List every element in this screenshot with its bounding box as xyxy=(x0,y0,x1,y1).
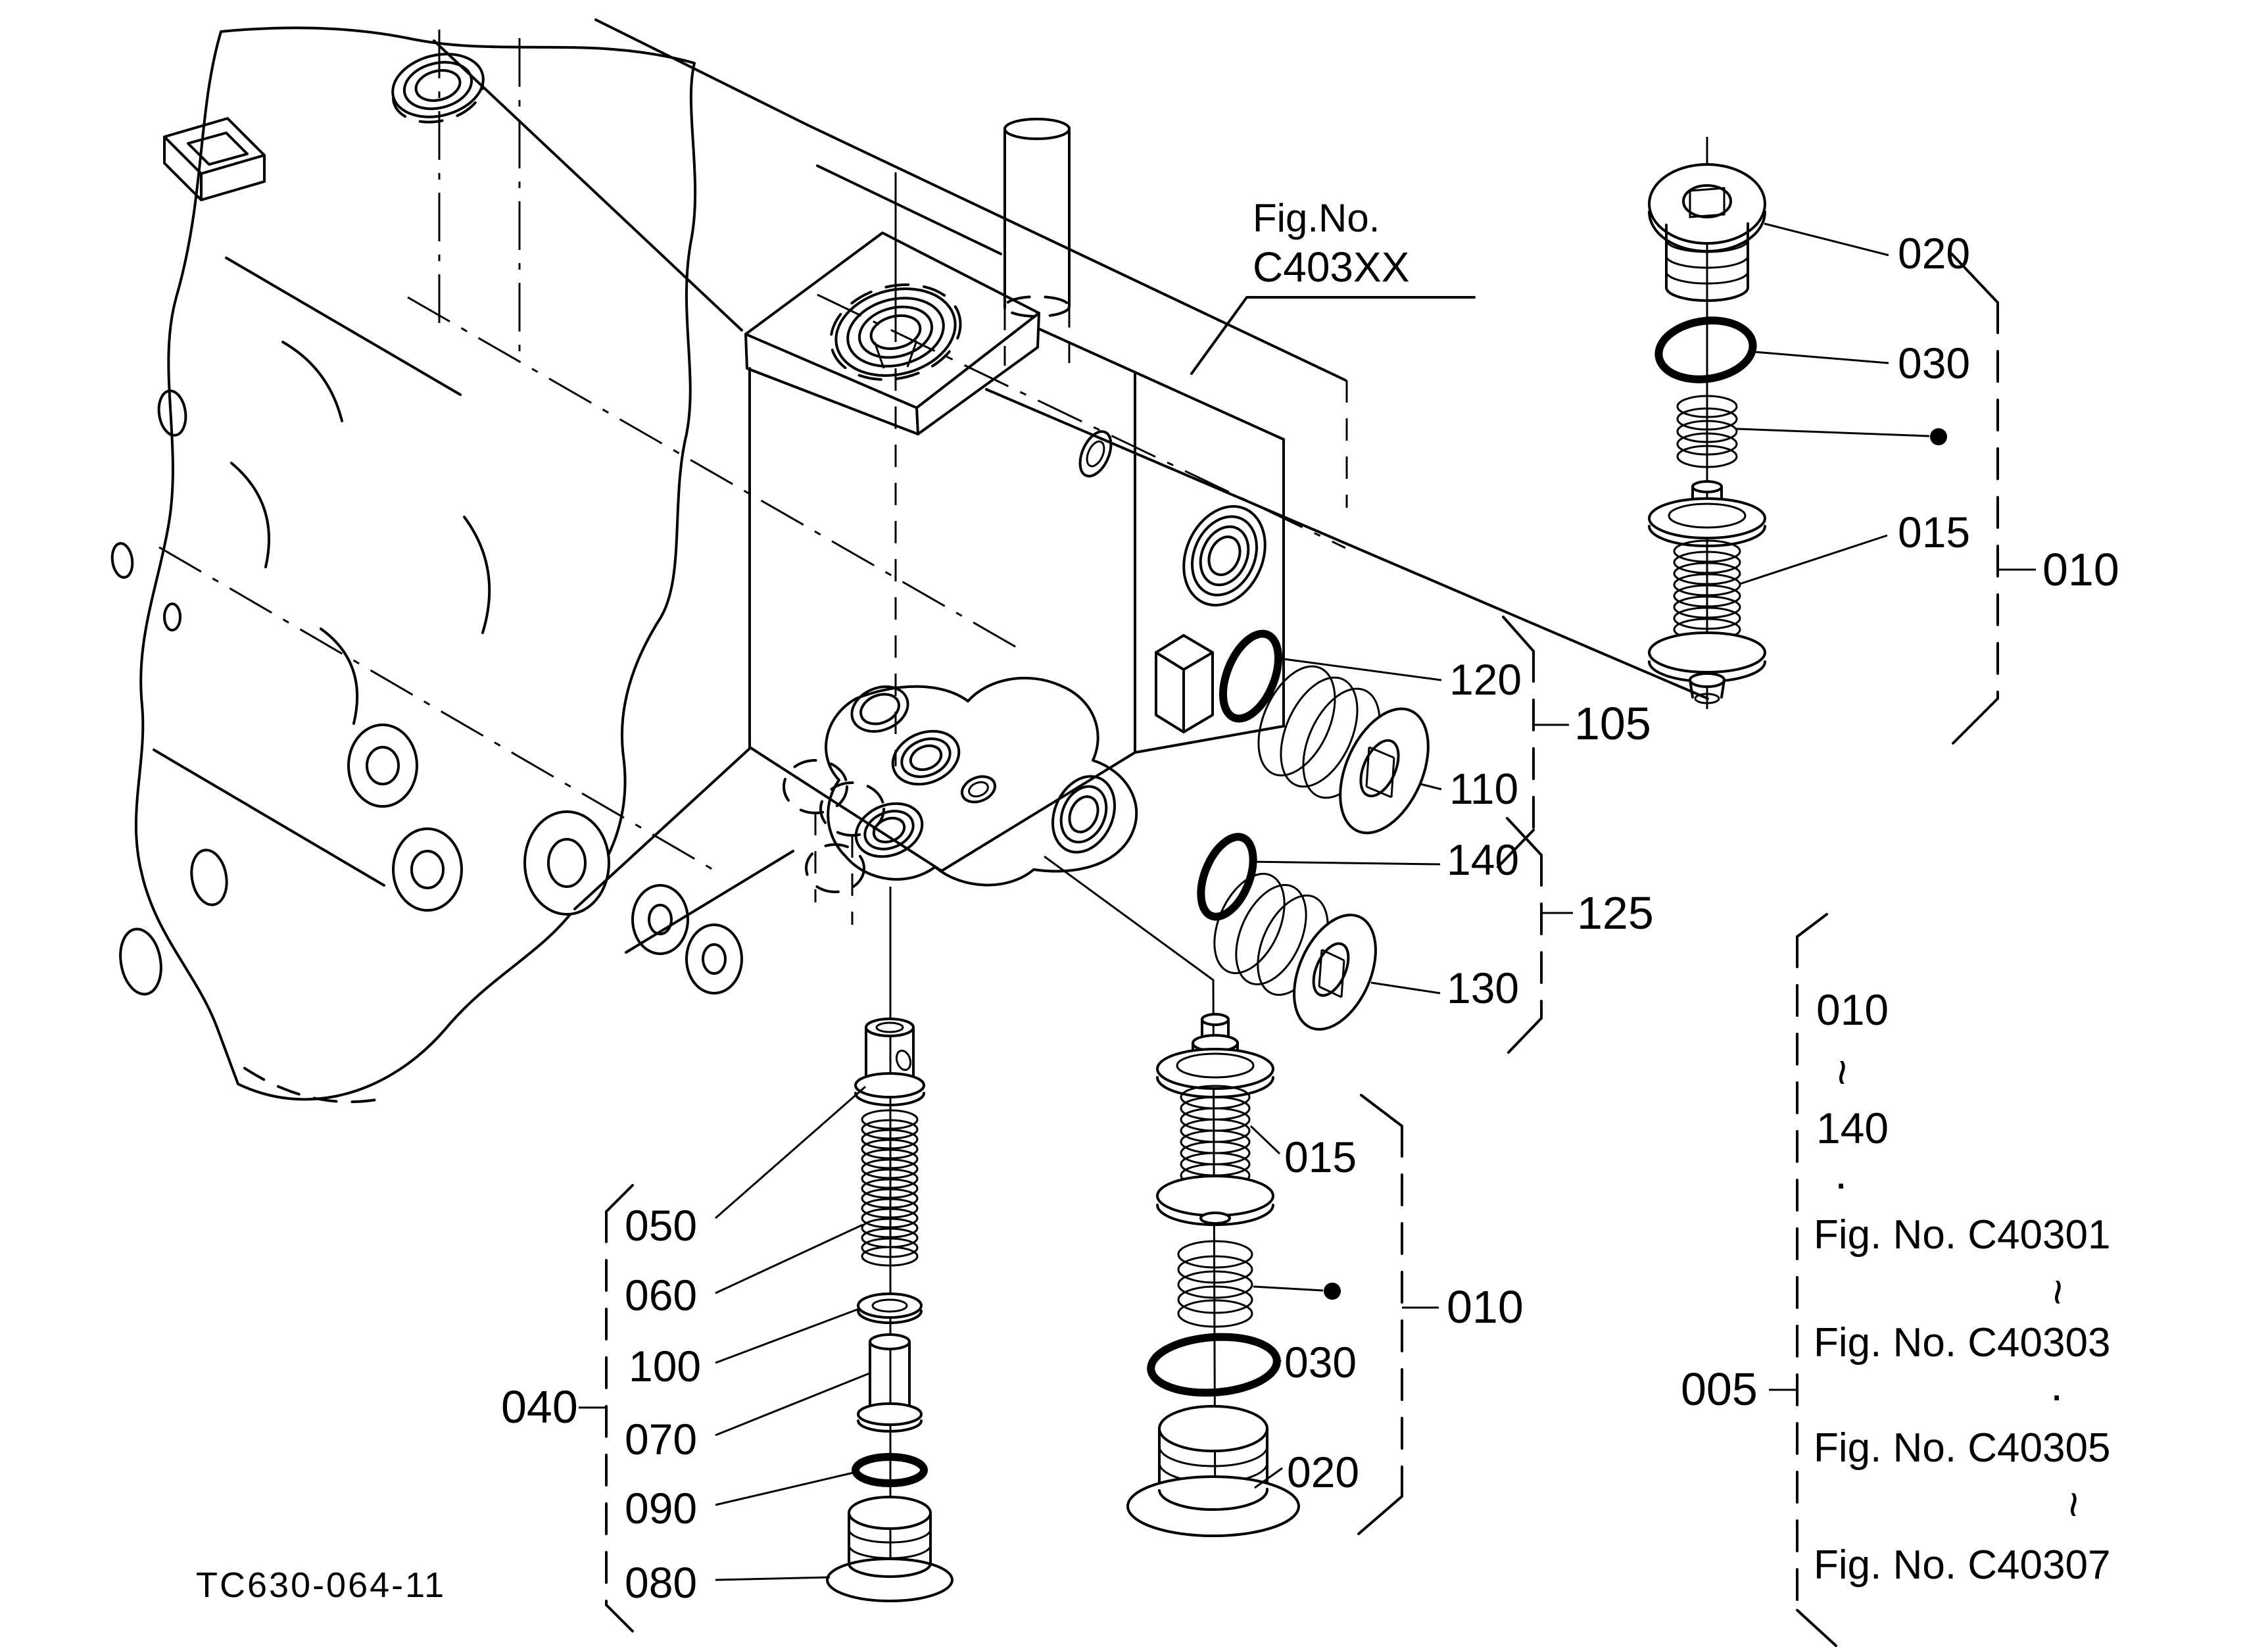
leader-015-bottom xyxy=(1249,1125,1281,1155)
group-label-005: 005 xyxy=(1681,1364,1758,1415)
leader-120 xyxy=(1274,656,1442,681)
ref-line-c40305: Fig. No. C40305 xyxy=(1814,1425,2110,1471)
assembly-relief-valve-bottom: 015 030 020 010 xyxy=(1126,1013,1524,1537)
fig-ref-line1: Fig.No. xyxy=(1253,196,1380,240)
part-label-080: 080 xyxy=(625,1558,697,1607)
fig-ref-long-leader-line xyxy=(985,388,1709,700)
ref-line-end: 140 xyxy=(1816,1104,1889,1152)
leader-050 xyxy=(715,1085,866,1219)
part-label-060: 060 xyxy=(625,1271,697,1319)
ref-line-start: 010 xyxy=(1816,985,1889,1034)
bracket-010-top xyxy=(1950,253,2036,745)
leader-020-top xyxy=(1764,222,1889,257)
group-label-010-top: 010 xyxy=(2042,544,2119,595)
part-label-015-top: 015 xyxy=(1898,508,1970,556)
leader-030-bottom xyxy=(1276,1358,1282,1363)
sheet-code: TC630-064-11 xyxy=(196,1565,446,1605)
part-label-110: 110 xyxy=(1449,764,1518,813)
engine-case-drawing xyxy=(110,26,1024,1104)
fig-ref: Fig.No. C403XX xyxy=(985,196,1709,700)
part-label-020-top: 020 xyxy=(1898,229,1970,278)
leader-080 xyxy=(715,1576,831,1581)
part-label-050: 050 xyxy=(625,1201,697,1250)
part-label-130: 130 xyxy=(1447,964,1519,1012)
ref-line-c40307: Fig. No. C40307 xyxy=(1814,1542,2110,1588)
ref-range-tilde-3: ~ xyxy=(2048,1491,2100,1518)
valve-body-drawing xyxy=(594,18,1348,925)
ref-dot-1: · xyxy=(1833,1157,1848,1208)
part-label-140: 140 xyxy=(1447,835,1519,884)
leader-100 xyxy=(715,1308,859,1364)
leader-020-bottom xyxy=(1254,1467,1283,1489)
part-label-120: 120 xyxy=(1449,655,1522,704)
ref-line-c40303: Fig. No. C40303 xyxy=(1814,1320,2110,1365)
leader-060 xyxy=(715,1223,863,1294)
bracket-125 xyxy=(1506,817,1573,1054)
group-label-105: 105 xyxy=(1574,698,1651,749)
ref-range-tilde-2: ~ xyxy=(2033,1279,2084,1306)
plug-group-125-drawing: 140 130 125 xyxy=(1197,817,1654,1054)
leader-140 xyxy=(1249,860,1441,866)
leader-110 xyxy=(1420,783,1442,791)
plug-group-105-drawing: 120 110 105 xyxy=(1219,616,1651,868)
ref-line-c40301: Fig. No. C40301 xyxy=(1814,1212,2110,1258)
ref-block: 005 010 ~ 140 · Fig. No. C40301 ~ Fig. N… xyxy=(1681,913,2110,1647)
leader-070 xyxy=(715,1372,870,1437)
leader-015-top xyxy=(1739,534,1888,585)
group-label-010-bottom: 010 xyxy=(1447,1281,1524,1333)
leader-030-top xyxy=(1754,351,1889,364)
fig-ref-line2: C403XX xyxy=(1253,243,1409,291)
part-label-090: 090 xyxy=(625,1484,697,1533)
part-label-070: 070 xyxy=(625,1415,697,1463)
assembly-relief-valve-top: 020 030 015 010 xyxy=(1648,163,2119,745)
part-label-030-top: 030 xyxy=(1898,339,1970,387)
fig-ref-leader-line xyxy=(1190,296,1476,375)
leader-130 xyxy=(1370,981,1441,995)
group-label-125: 125 xyxy=(1577,887,1654,939)
inclusion-dot-marker xyxy=(1324,1283,1341,1300)
part-label-020-bottom: 020 xyxy=(1287,1448,1359,1496)
inclusion-dot-marker xyxy=(1930,428,1947,445)
ref-dot-2: · xyxy=(2049,1369,2064,1420)
part-label-015-bottom: 015 xyxy=(1284,1133,1357,1181)
bracket-010-bottom xyxy=(1357,1094,1439,1535)
bracket-040 xyxy=(579,1184,634,1633)
ref-range-tilde-1: ~ xyxy=(1817,1059,1868,1086)
bracket-005 xyxy=(1769,913,1837,1647)
assembly-check-valve: 050 060 100 070 090 080 040 xyxy=(501,1018,953,1633)
leader-spring-top xyxy=(1735,428,1930,437)
leader-spring-bottom xyxy=(1253,1285,1324,1292)
group-label-040: 040 xyxy=(501,1381,578,1433)
leader-090 xyxy=(715,1471,857,1506)
bracket-105 xyxy=(1497,616,1569,868)
part-label-100: 100 xyxy=(629,1342,701,1390)
part-label-030-bottom: 030 xyxy=(1284,1338,1357,1387)
